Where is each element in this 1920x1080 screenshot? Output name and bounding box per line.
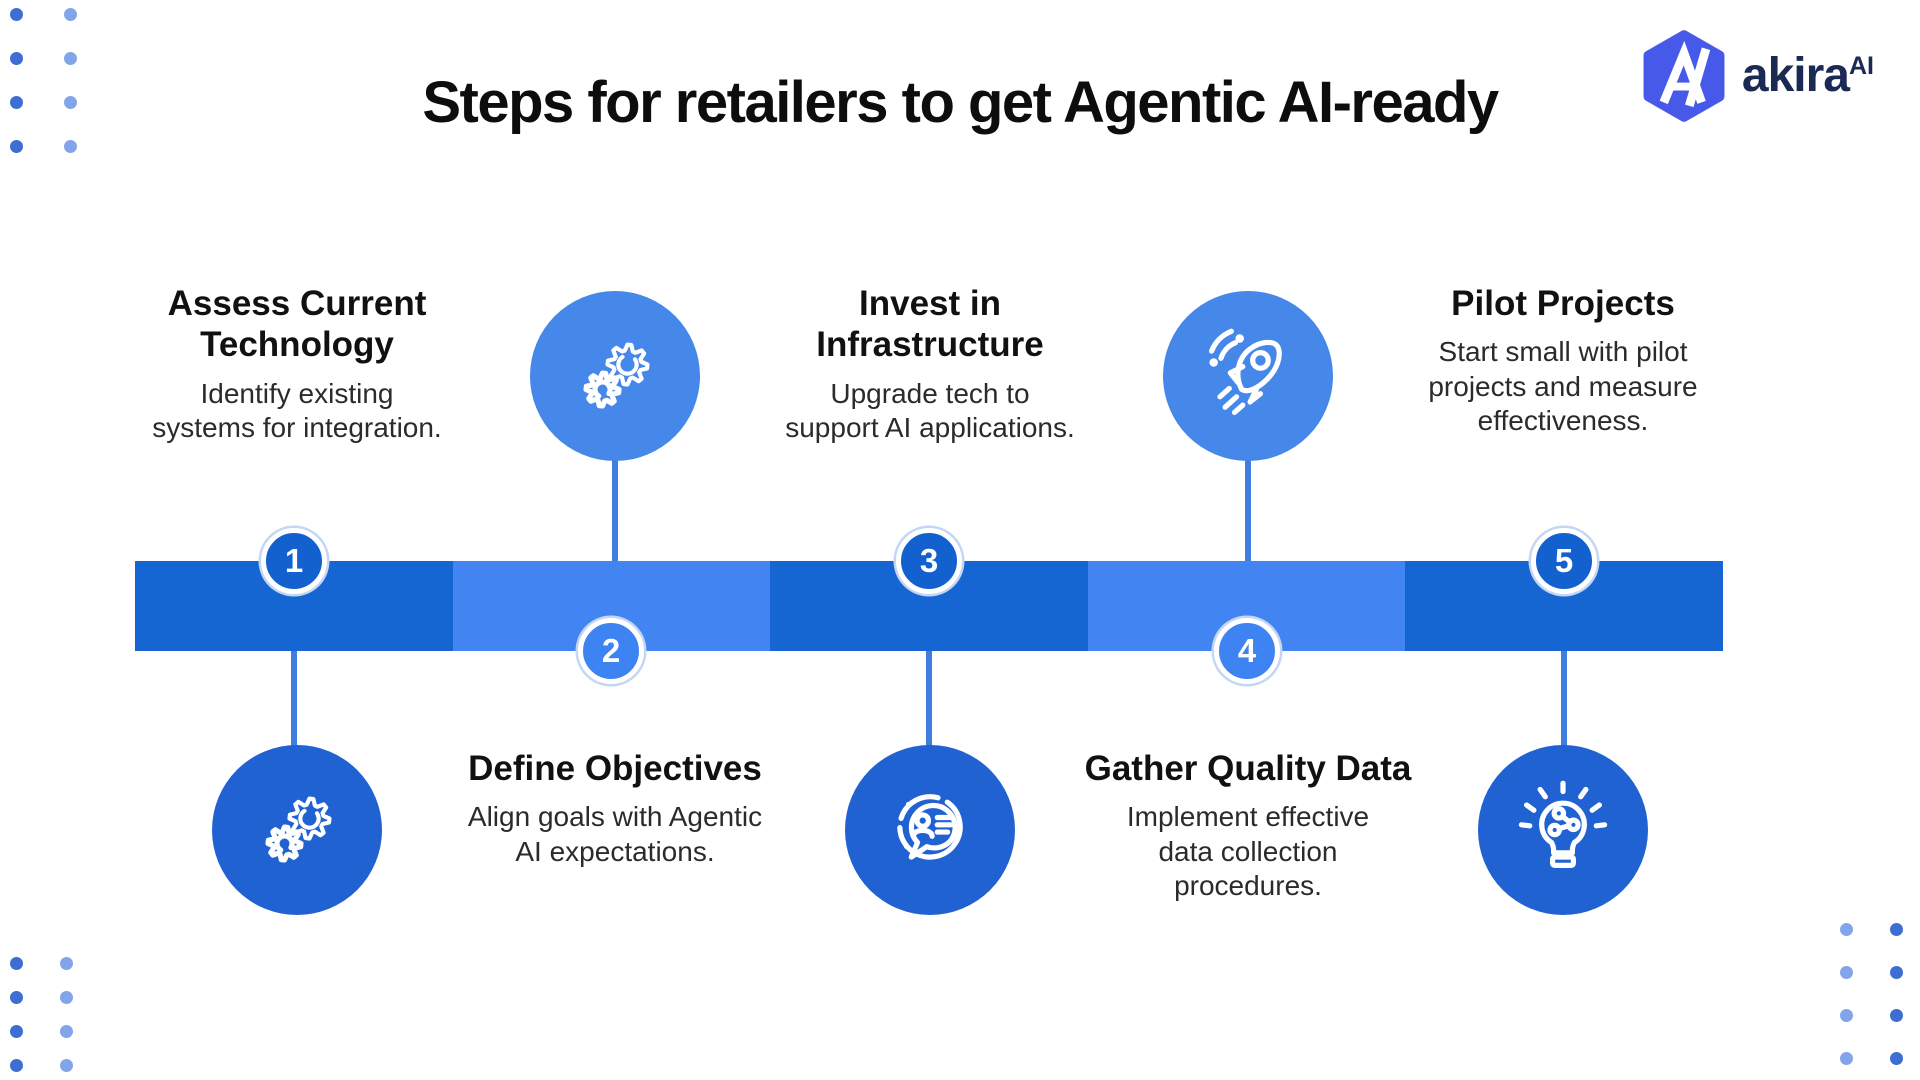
rocket-icon — [1209, 328, 1282, 415]
connector-line — [926, 648, 932, 748]
step-icon-circle — [1163, 291, 1333, 461]
page-title: Steps for retailers to get Agentic AI-re… — [422, 70, 1499, 135]
step-text-block-2: Define Objectives Align goals with Agent… — [415, 748, 815, 869]
step-number-badge: 3 — [896, 528, 962, 594]
step-description: Upgrade tech to support AI applications. — [785, 377, 1075, 444]
step-icon-circle — [530, 291, 700, 461]
step-title: Invest in Infrastructure — [816, 284, 1044, 365]
chat-profile-icon — [897, 794, 963, 860]
brand-name: akiraAI — [1741, 49, 1874, 102]
step-description: Start small with pilot projects and meas… — [1428, 336, 1698, 437]
step-icon-circle — [845, 745, 1015, 915]
hexagon-a-logo-icon — [1640, 30, 1728, 122]
brand-superscript: AI — [1849, 52, 1874, 80]
step-text-block-4: Gather Quality Data Implement effective … — [1048, 748, 1448, 904]
step-text-block-1: Assess Current Technology Identify exist… — [97, 283, 497, 445]
step-title: Assess Current Technology — [167, 284, 427, 365]
step-icon-circle — [212, 745, 382, 915]
step-icon-circle — [1478, 745, 1648, 915]
step-number-badge: 2 — [578, 618, 644, 684]
dot-grid — [1840, 923, 1903, 1065]
step-description: Align goals with Agentic AI expectations… — [467, 801, 763, 867]
connector-line — [291, 648, 297, 748]
gears-icon — [265, 796, 332, 863]
step-text-block-5: Pilot Projects Start small with pilot pr… — [1363, 283, 1763, 439]
timeline-bar — [135, 561, 1723, 651]
dot-grid — [10, 957, 73, 1072]
connector-line — [612, 458, 618, 564]
step-number-badge: 1 — [261, 528, 327, 594]
connector-line — [1245, 458, 1251, 564]
step-title: Gather Quality Data — [1084, 749, 1412, 788]
step-text-block-3: Invest in Infrastructure Upgrade tech to… — [730, 283, 1130, 445]
step-title: Define Objectives — [468, 749, 762, 788]
dot-grid — [10, 8, 77, 153]
connector-line — [1561, 648, 1567, 748]
lightbulb-network-icon — [1518, 780, 1608, 868]
step-description: Identify existing systems for integratio… — [152, 377, 442, 444]
step-number-badge: 5 — [1531, 528, 1597, 594]
akira-logo: akiraAI — [1640, 30, 1874, 122]
step-description: Implement effective data collection proc… — [1126, 801, 1370, 902]
step-number-badge: 4 — [1214, 618, 1280, 684]
step-title: Pilot Projects — [1451, 284, 1675, 323]
gears-icon — [583, 342, 650, 409]
